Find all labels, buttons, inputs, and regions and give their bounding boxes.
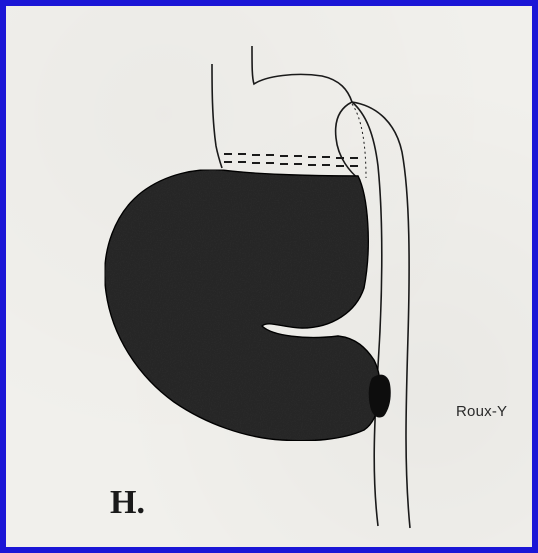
esophagus-left-wall [212,64,222,168]
stomach-remnant [105,170,380,441]
staple-line [224,154,358,166]
roux-limb-inner [336,102,360,180]
roux-y-label: Roux-Y [456,403,507,420]
figure-panel: Roux-Y H. [6,6,532,547]
esophagus-right-wall [252,46,352,102]
anastomosis [369,375,391,418]
anatomy-illustration [6,6,532,547]
panel-label: H. [110,484,145,522]
